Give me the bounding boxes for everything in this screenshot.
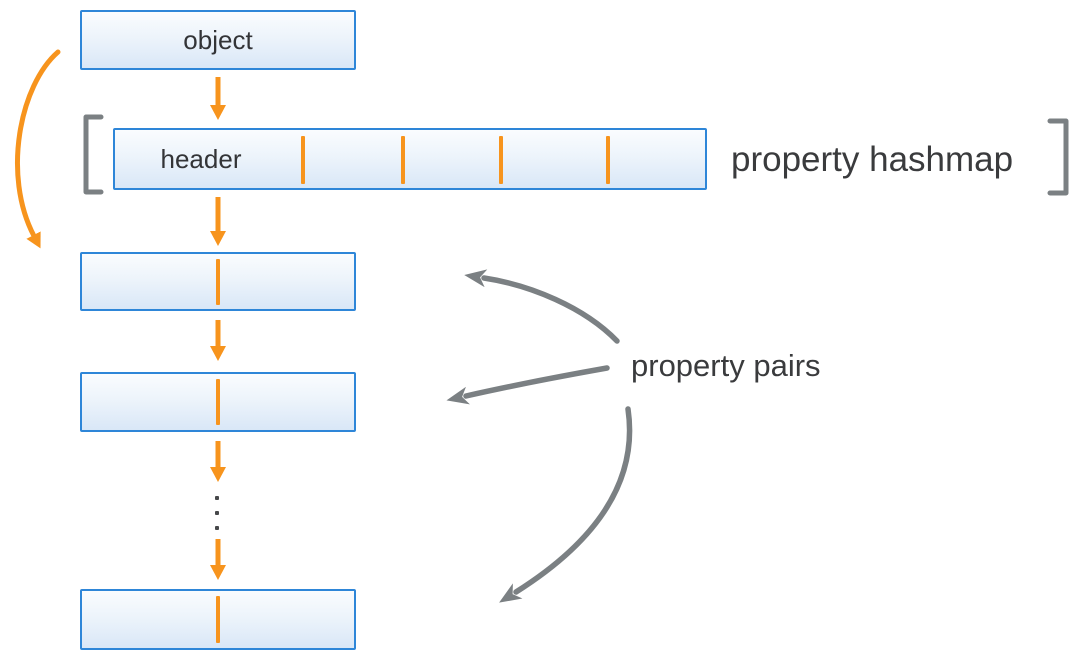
pair-divider bbox=[216, 259, 220, 305]
property-pairs-label: property pairs bbox=[631, 348, 821, 383]
pointer-arrow-pairs-middle bbox=[446, 365, 610, 405]
vertical-ellipsis-dot bbox=[215, 526, 219, 530]
object-box: object bbox=[80, 10, 356, 70]
hashmap-slot-divider bbox=[301, 136, 305, 184]
bracket-left bbox=[83, 114, 104, 195]
hashmap-slot-divider bbox=[401, 136, 405, 184]
pointer-arrow-pairs-top bbox=[464, 269, 620, 344]
bracket-right bbox=[1047, 118, 1069, 196]
pair-divider bbox=[216, 379, 220, 425]
vertical-ellipsis-dot bbox=[215, 496, 219, 500]
curved-arrow-object-to-pair1 bbox=[15, 49, 61, 249]
property-hashmap-label: property hashmap bbox=[731, 140, 1014, 179]
object-box-label: object bbox=[183, 25, 253, 55]
pointer-arrow-pairs-bottom bbox=[499, 406, 633, 603]
header-label: header bbox=[160, 144, 242, 174]
hashmap-slot-divider bbox=[499, 136, 503, 184]
vertical-ellipsis-dot bbox=[215, 511, 219, 515]
pair-divider bbox=[216, 596, 220, 643]
hashmap-slot-divider bbox=[606, 136, 610, 184]
